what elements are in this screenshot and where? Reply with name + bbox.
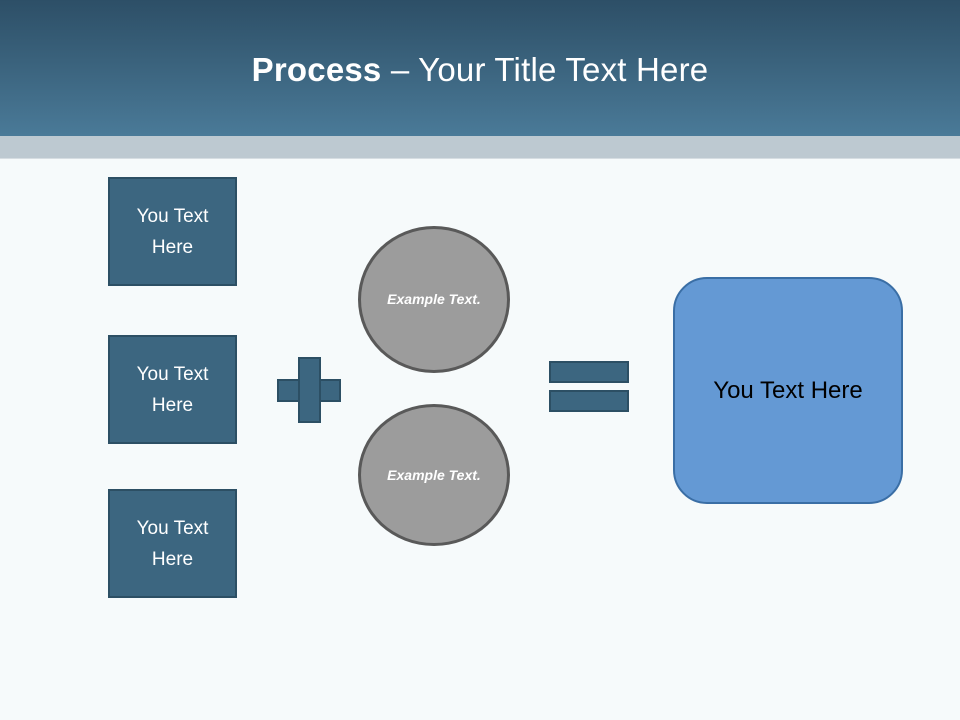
input-box-2-label: You Text Here xyxy=(136,363,209,416)
result-box[interactable]: You Text Here xyxy=(673,277,903,504)
plus-icon-center xyxy=(300,381,319,400)
equals-icon-top-bar xyxy=(549,361,629,383)
plus-icon xyxy=(277,357,341,423)
result-box-label: You Text Here xyxy=(713,376,863,404)
circle-node-2[interactable]: Example Text. xyxy=(358,404,510,546)
circle-node-1-label: Example Text. xyxy=(387,291,481,307)
input-box-2[interactable]: You Text Here xyxy=(108,335,237,444)
input-box-1[interactable]: You Text Here xyxy=(108,177,237,286)
equals-icon xyxy=(549,361,629,412)
circle-node-1[interactable]: Example Text. xyxy=(358,226,510,373)
circle-node-2-label: Example Text. xyxy=(387,466,481,483)
input-box-3[interactable]: You Text Here xyxy=(108,489,237,598)
slide-header-banner xyxy=(0,0,960,136)
header-accent-band xyxy=(0,136,960,159)
input-box-3-label: You Text Here xyxy=(136,517,209,570)
page-title-bold: Process xyxy=(251,51,382,88)
page-title-regular: – Your Title Text Here xyxy=(381,51,709,88)
equals-icon-bottom-bar xyxy=(549,390,629,412)
input-box-1-label: You Text Here xyxy=(136,205,209,258)
page-title: Process – Your Title Text Here xyxy=(0,50,960,90)
